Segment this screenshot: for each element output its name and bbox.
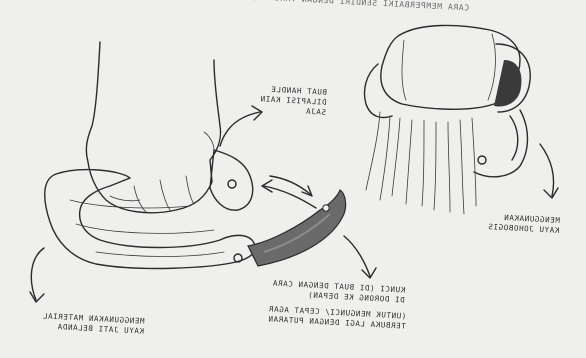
hand	[86, 42, 252, 213]
right-grip	[365, 25, 559, 214]
label-right: MENGGUNAKAN KAYU JOHOBOGIS	[488, 212, 561, 236]
metal-blade	[248, 190, 346, 266]
wooden-handle	[45, 170, 255, 269]
label-wrapped-handle: BUAT HANDLE DILAPISI KAIN SAJA	[259, 84, 327, 117]
